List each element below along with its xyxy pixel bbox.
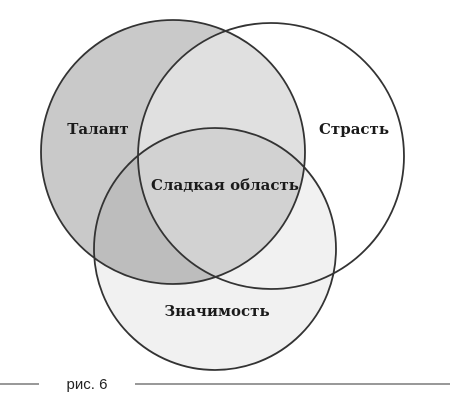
circle-meaning-outline [93, 127, 337, 371]
label-talent: Талант [67, 120, 128, 138]
figure-caption: рис. 6 [67, 376, 108, 393]
region-sweet-spot [138, 128, 305, 284]
label-sweet-spot: Сладкая область [151, 176, 299, 194]
label-passion: Страсть [319, 120, 389, 138]
label-meaning: Значимость [164, 302, 269, 320]
circle-talent-outline [40, 19, 306, 285]
